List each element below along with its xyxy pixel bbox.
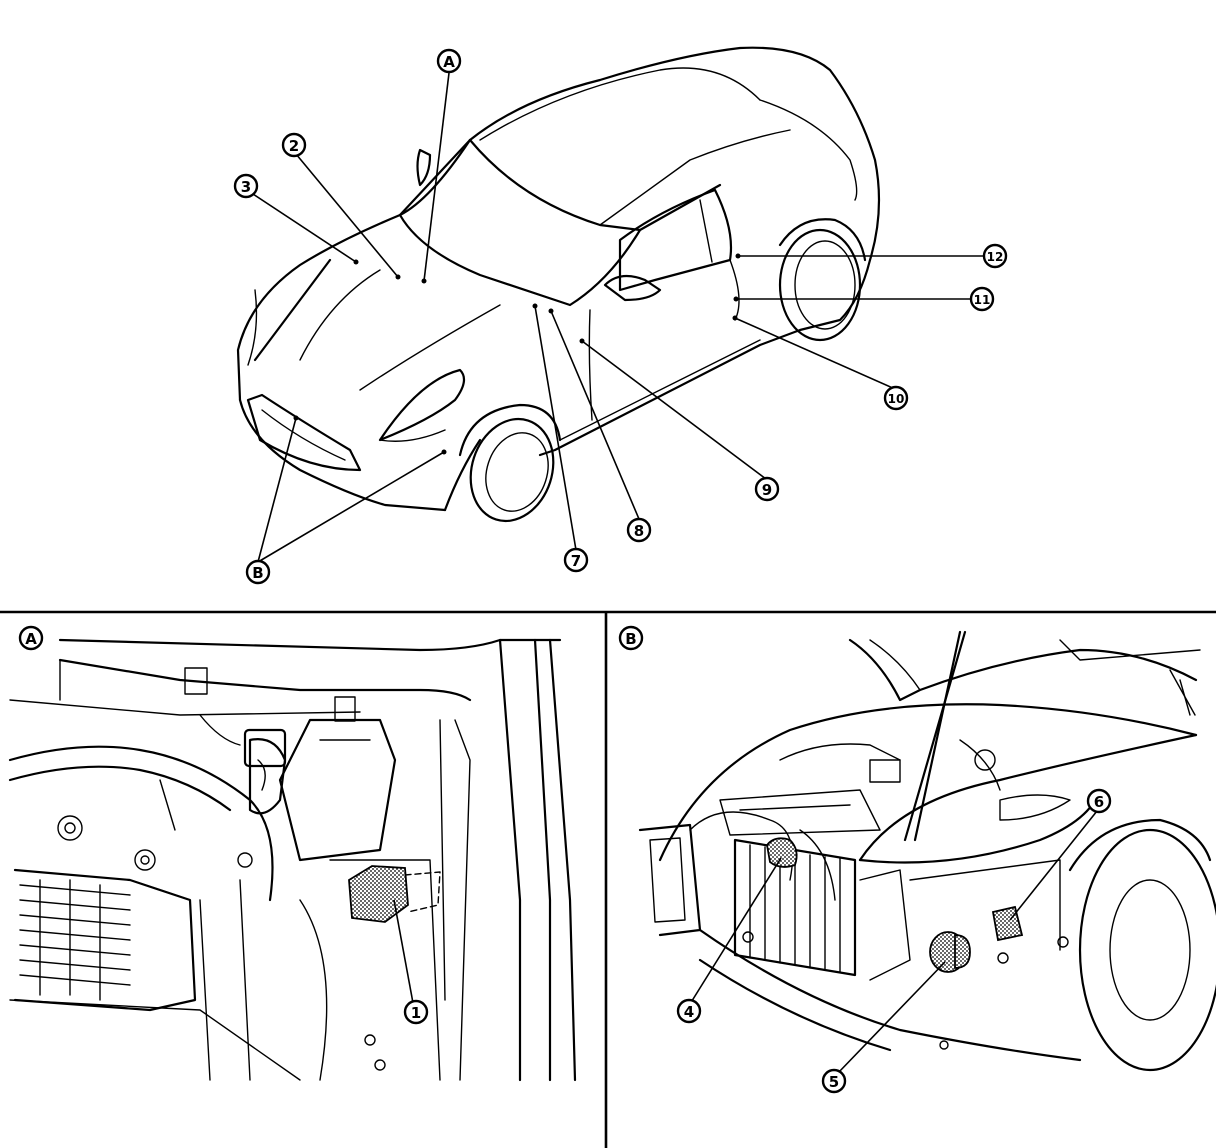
overview-leader-lines xyxy=(252,72,983,563)
svg-text:9: 9 xyxy=(762,481,772,499)
callout-12: 12 xyxy=(982,243,1008,269)
svg-text:A: A xyxy=(443,53,455,71)
svg-text:5: 5 xyxy=(829,1073,839,1091)
callout-5: 5 xyxy=(821,1068,847,1094)
svg-text:B: B xyxy=(252,564,263,582)
callout-9: 9 xyxy=(754,476,780,502)
callout-6: 6 xyxy=(1086,788,1112,814)
detail-b-view-label: B xyxy=(618,625,644,651)
svg-text:3: 3 xyxy=(241,178,251,196)
callout-8: 8 xyxy=(626,517,652,543)
component-4-part xyxy=(766,837,798,868)
svg-text:4: 4 xyxy=(684,1003,694,1021)
callout-A: A xyxy=(436,48,462,74)
callout-7: 7 xyxy=(563,547,589,573)
svg-text:6: 6 xyxy=(1094,793,1104,811)
detail-a-view-label: A xyxy=(18,625,44,651)
callout-1: 1 xyxy=(403,999,429,1025)
svg-text:12: 12 xyxy=(987,250,1004,264)
svg-text:2: 2 xyxy=(289,137,299,155)
detail-b-illustration xyxy=(638,630,1216,1074)
svg-text:10: 10 xyxy=(888,392,905,406)
svg-text:8: 8 xyxy=(634,522,644,540)
callout-B: B xyxy=(245,559,271,585)
component-1-module xyxy=(348,865,409,923)
callout-10: 10 xyxy=(883,385,909,411)
svg-text:11: 11 xyxy=(974,293,991,307)
callout-11: 11 xyxy=(969,286,995,312)
svg-text:1: 1 xyxy=(411,1004,421,1022)
callout-2: 2 xyxy=(281,132,307,158)
svg-text:7: 7 xyxy=(571,552,581,570)
svg-text:A: A xyxy=(25,630,37,648)
svg-text:B: B xyxy=(625,630,636,648)
component-6-part xyxy=(991,905,1024,942)
detail-a-illustration xyxy=(8,638,577,1082)
callout-4: 4 xyxy=(676,998,702,1024)
callout-3: 3 xyxy=(233,173,259,199)
car-overview-illustration xyxy=(236,46,881,523)
